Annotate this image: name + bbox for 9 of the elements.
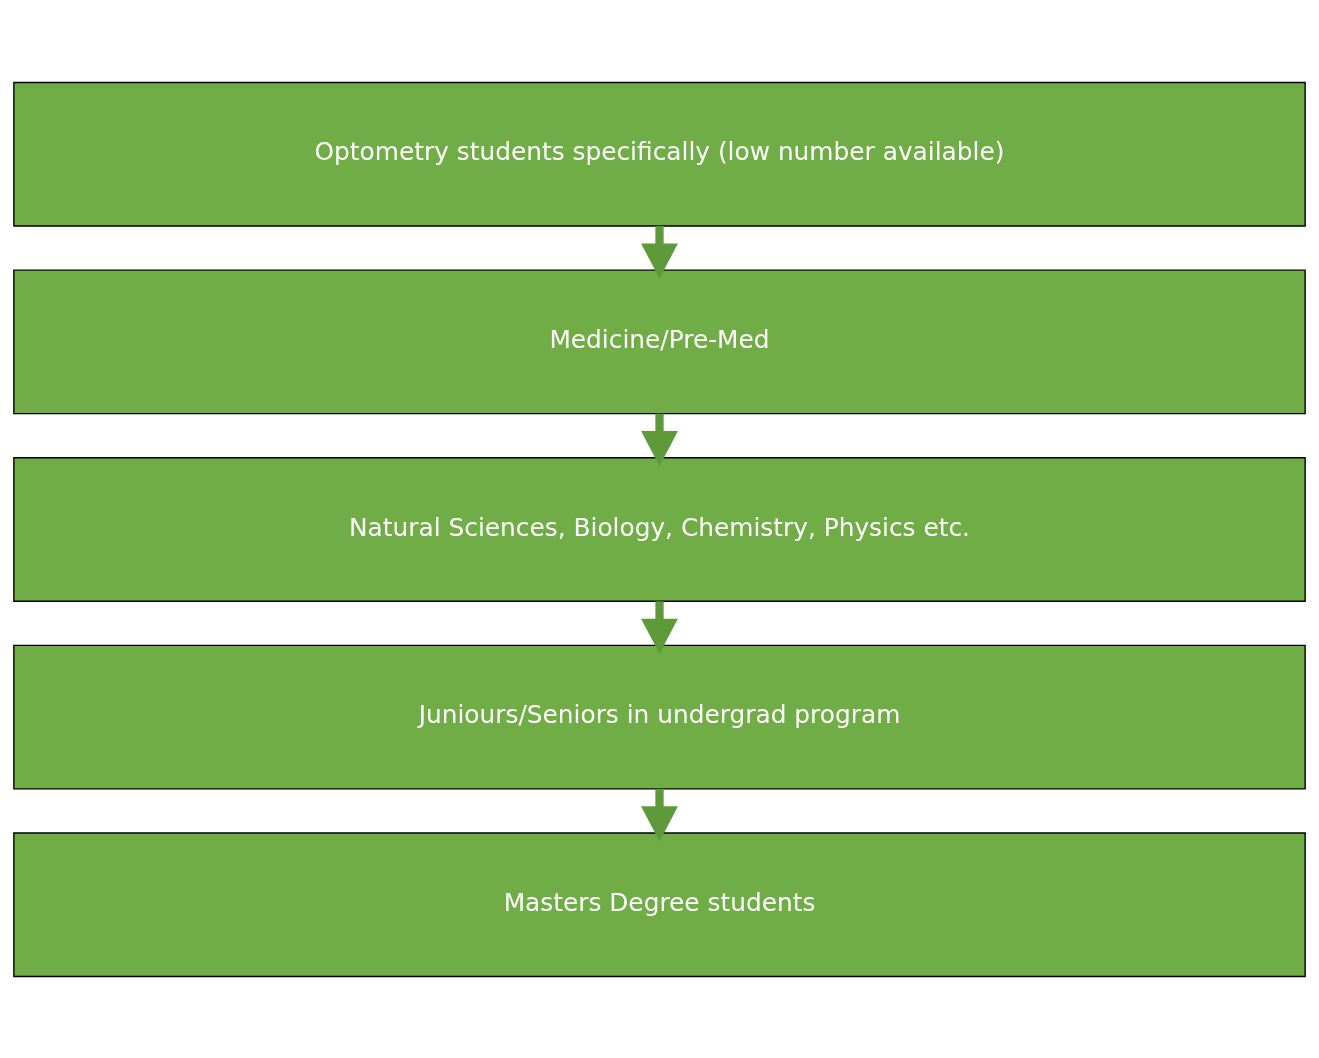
arrow bbox=[641, 413, 678, 466]
node-box: Medicine/Pre-Med bbox=[13, 268, 1306, 414]
arrow bbox=[641, 225, 678, 279]
arrow bbox=[641, 600, 678, 654]
node-box: Optometry students specifically (low number available) bbox=[13, 81, 1306, 227]
node-box: Juniours/Seniors in undergrad program bbox=[13, 644, 1306, 790]
node-box: Natural Sciences, Biology, Chemistry, Physics etc. bbox=[13, 456, 1306, 602]
arrow bbox=[641, 788, 678, 841]
node-box: Masters Degree students bbox=[13, 831, 1306, 977]
